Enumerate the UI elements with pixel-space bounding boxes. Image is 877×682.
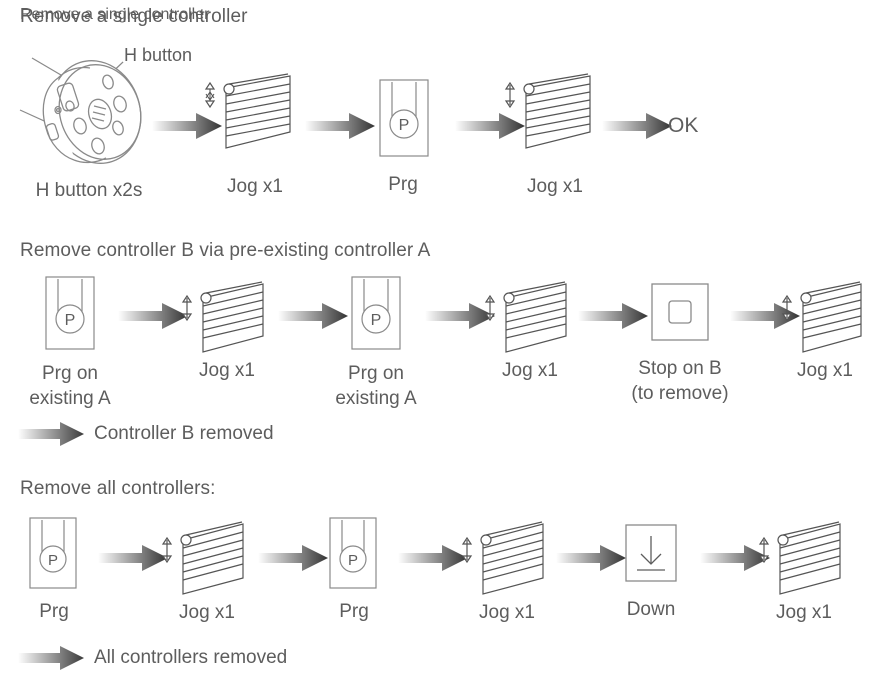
step-label: Jog x1 xyxy=(227,176,283,197)
step-jog-x1-e[interactable]: Jog x1 xyxy=(775,268,875,383)
step-label: Jog x1 xyxy=(797,360,853,381)
section-title-remove-single: Remove a single controller xyxy=(20,6,210,23)
flow-arrow-icon xyxy=(118,303,188,329)
flow-arrow-icon xyxy=(152,113,222,139)
result-arrow-icon xyxy=(18,646,84,670)
flow-arrow-icon xyxy=(730,303,800,329)
step-prg-a[interactable]: P Prg xyxy=(355,78,451,197)
blind-jog-icon xyxy=(200,70,310,166)
flow-arrow-icon xyxy=(602,113,672,139)
step-jog-x1-a[interactable]: Jog x1 xyxy=(200,70,310,199)
svg-text:P: P xyxy=(371,312,382,329)
result-all-controllers-removed: All controllers removed xyxy=(18,646,287,670)
step-down[interactable]: Down xyxy=(601,521,701,622)
flow-arrow-icon xyxy=(425,303,495,329)
step-label: Prg xyxy=(388,174,418,195)
section-3-heading: Remove all controllers: xyxy=(20,478,216,499)
blind-jog-icon xyxy=(500,70,610,166)
result-arrow-icon xyxy=(18,422,84,446)
step-jog-x1-c[interactable]: Jog x1 xyxy=(175,268,279,383)
flow-arrow-icon xyxy=(455,113,525,139)
flow-arrow-icon xyxy=(278,303,348,329)
step-label: Down xyxy=(626,599,676,620)
section-1-heading: Remove a single controller xyxy=(20,6,248,27)
motor-head-device-icon xyxy=(14,52,164,166)
blind-jog-icon xyxy=(455,508,559,600)
result-text: All controllers removed xyxy=(94,647,288,668)
prg-letter: P xyxy=(399,117,410,134)
step-prg-on-existing-a-1[interactable]: P Prg on existing A xyxy=(22,275,118,411)
flow-arrow-icon xyxy=(98,545,168,571)
result-text: Controller B removed xyxy=(94,423,274,444)
step-label: Jog x1 xyxy=(479,602,535,623)
step-jog-x1-d[interactable]: Jog x1 xyxy=(478,268,582,383)
flow-arrow-icon xyxy=(258,545,328,571)
step-result-ok: OK xyxy=(668,114,699,137)
step-label: Stop on B (to remove) xyxy=(631,358,729,404)
step-label: Jog x1 xyxy=(502,360,558,381)
flow-arrow-icon xyxy=(305,113,375,139)
stop-button-icon xyxy=(624,280,736,354)
step-jog-x1-h[interactable]: Jog x1 xyxy=(752,508,856,625)
prg-button-icon: P xyxy=(308,515,400,593)
result-controller-b-removed: Controller B removed xyxy=(18,422,274,446)
flow-arrow-icon xyxy=(700,545,770,571)
step-jog-x1-g[interactable]: Jog x1 xyxy=(455,508,559,625)
down-button-icon xyxy=(601,521,701,593)
blind-jog-icon xyxy=(775,268,875,358)
blind-jog-icon xyxy=(752,508,856,600)
step-prg-b[interactable]: P Prg xyxy=(8,515,100,624)
step-label: Prg on existing A xyxy=(29,363,111,409)
blind-jog-icon xyxy=(175,268,279,358)
step-prg-c[interactable]: P Prg xyxy=(308,515,400,624)
step-prg-on-existing-a-2[interactable]: P Prg on existing A xyxy=(328,275,424,411)
step-label: Jog x1 xyxy=(527,176,583,197)
step-label: Jog x1 xyxy=(179,602,235,623)
step-label: Prg xyxy=(339,601,369,622)
svg-text:P: P xyxy=(48,552,58,569)
callout-h-button-label: H button xyxy=(124,45,193,65)
step-label: Prg on existing A xyxy=(335,363,417,409)
blind-jog-icon xyxy=(478,268,582,358)
step-jog-x1-b[interactable]: Jog x1 xyxy=(500,70,610,199)
flow-arrow-icon xyxy=(398,545,468,571)
prg-button-icon: P xyxy=(8,515,100,593)
prg-button-icon: P xyxy=(355,78,451,162)
svg-text:P: P xyxy=(65,312,76,329)
step-stop-on-b[interactable]: Stop on B (to remove) xyxy=(624,280,736,406)
prg-button-icon: P xyxy=(328,275,424,355)
prg-button-icon: P xyxy=(22,275,118,355)
step-label: Prg xyxy=(39,601,69,622)
step-label: Jog x1 xyxy=(199,360,255,381)
section-2-heading: Remove controller B via pre-existing con… xyxy=(20,240,431,261)
step-label: Jog x1 xyxy=(776,602,832,623)
step-jog-x1-f[interactable]: Jog x1 xyxy=(155,508,259,625)
step-h-button-x2s[interactable]: H button x2s xyxy=(14,52,164,203)
flow-arrow-icon xyxy=(556,545,626,571)
svg-text:P: P xyxy=(348,552,358,569)
flow-arrow-icon xyxy=(578,303,648,329)
step-label: H button x2s xyxy=(35,180,143,201)
blind-jog-icon xyxy=(155,508,259,600)
